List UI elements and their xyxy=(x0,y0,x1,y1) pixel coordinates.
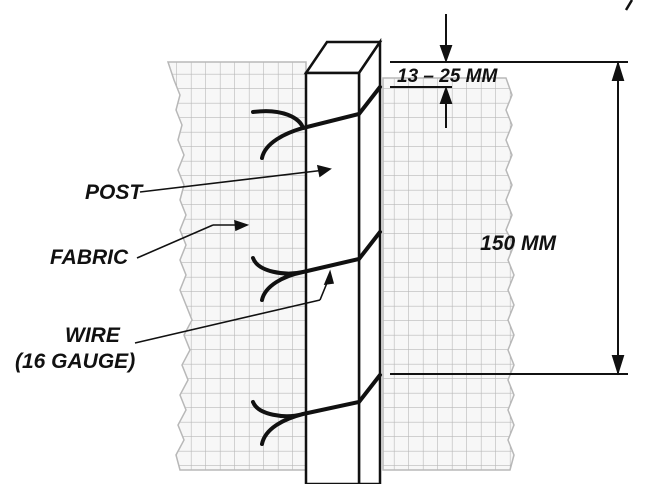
label-dim-large: 150 MM xyxy=(480,232,556,255)
label-post: POST xyxy=(85,181,144,204)
wire-tie-middle xyxy=(251,230,382,302)
leader-lines xyxy=(134,164,335,344)
dimension-lines xyxy=(390,60,628,376)
fabric-right xyxy=(382,77,515,471)
fabric-left xyxy=(166,61,307,471)
wire-tie-top xyxy=(251,85,382,160)
arrow-up-icon xyxy=(439,86,453,128)
label-wire: WIRE xyxy=(65,324,121,347)
wire-tie-bottom xyxy=(251,373,382,446)
corner-mark xyxy=(624,0,634,11)
label-wire-gauge: (16 GAUGE) xyxy=(15,350,135,373)
label-fabric: FABRIC xyxy=(50,246,129,269)
label-dim-small: 13 – 25 MM xyxy=(397,66,498,87)
arrow-down-icon xyxy=(439,14,453,63)
